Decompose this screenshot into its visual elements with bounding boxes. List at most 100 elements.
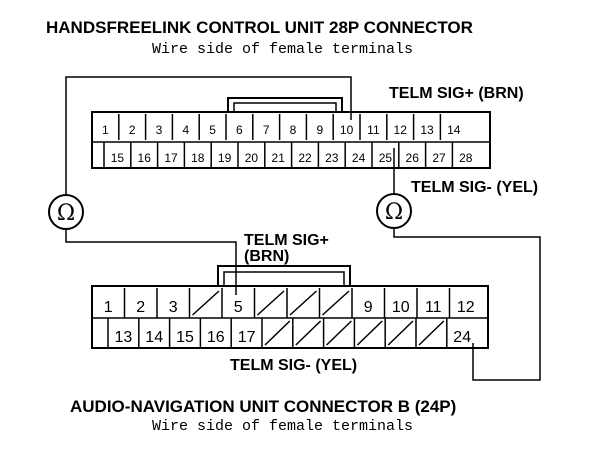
pin-number: 12	[457, 299, 475, 316]
pin-number: 9	[364, 299, 373, 316]
pin-number: 10	[340, 123, 354, 137]
pin-cell: 2	[123, 288, 145, 318]
pin-cell: 10	[332, 114, 354, 140]
pin-number: 2	[136, 299, 145, 316]
pin-cell: 15	[168, 318, 194, 348]
pin-cell: 15	[103, 142, 125, 168]
pin-number: 17	[238, 329, 256, 346]
pin-cell: 27	[424, 142, 446, 168]
pin-number: 5	[234, 299, 243, 316]
pin-cell	[261, 318, 291, 348]
pin-number: 26	[406, 151, 420, 165]
pin-cell: 13	[412, 114, 434, 140]
pin-number: 6	[236, 123, 243, 137]
pin-cell: 10	[383, 288, 410, 318]
pin-number: 19	[218, 151, 232, 165]
pin-cell: 1	[91, 288, 113, 318]
pin-cell: 3	[144, 114, 163, 140]
pin-number: 23	[325, 151, 339, 165]
bottom-connector-subtitle: Wire side of female terminals	[152, 418, 413, 435]
wire-left-top	[65, 76, 352, 195]
pin-cell: 20	[237, 142, 258, 168]
pin-number: 16	[138, 151, 152, 165]
pin-cell: 22	[290, 142, 312, 168]
pin-cell: 12	[448, 288, 475, 318]
pin-number: 12	[394, 123, 408, 137]
top-label-pos: TELM SIG+ (BRN)	[389, 85, 524, 102]
pin-cell: 9	[305, 114, 323, 140]
pin-cell: 16	[130, 142, 152, 168]
pin-number: 15	[111, 151, 125, 165]
pin-number: 22	[298, 151, 312, 165]
pin-cell: 6	[225, 114, 243, 140]
unused-pin-slash	[326, 320, 352, 346]
bottom-connector-title: AUDIO-NAVIGATION UNIT CONNECTOR B (24P)	[70, 397, 456, 416]
pin-cell: 13	[107, 318, 133, 348]
pin-cell	[415, 318, 445, 348]
pin-cell: 25	[371, 142, 393, 168]
pin-number: 11	[367, 123, 380, 137]
pin-number: 15	[176, 329, 194, 346]
pin-cell: 28	[451, 142, 473, 168]
pin-number: 8	[290, 123, 297, 137]
pin-cell: 8	[278, 114, 297, 140]
bottom-label-pos-line1: TELM SIG+	[244, 232, 329, 249]
unused-pin-slash	[356, 320, 383, 346]
pin-cell	[286, 288, 318, 318]
pin-cell: 24	[344, 142, 366, 168]
pin-number: 1	[104, 299, 113, 316]
pin-cell: 2	[118, 114, 136, 140]
pin-number: 5	[209, 123, 216, 137]
top-connector-outline	[91, 111, 491, 169]
pin-number: 16	[207, 329, 225, 346]
top-label-neg: TELM SIG- (YEL)	[411, 179, 538, 196]
pin-cell: 19	[210, 142, 232, 168]
pin-number: 13	[115, 329, 133, 346]
pin-cell: 17	[156, 142, 178, 168]
unused-pin-slash	[264, 320, 291, 346]
pin-number: 21	[272, 151, 286, 165]
pin-cell: 12	[386, 114, 408, 140]
pin-cell: 11	[359, 114, 380, 140]
probe-wires	[65, 76, 541, 381]
ohm-symbol-left: Ω	[57, 201, 75, 226]
bottom-label-neg: TELM SIG- (YEL)	[230, 357, 357, 374]
pin-cell: 11	[416, 288, 442, 318]
top-connector-subtitle: Wire side of female terminals	[152, 41, 413, 58]
pin-cell	[253, 288, 285, 318]
pin-cell	[353, 318, 383, 348]
pin-cell: 23	[317, 142, 339, 168]
pin-cell: 5	[198, 114, 216, 140]
bottom-label-pos-line2: (BRN)	[244, 248, 289, 265]
pin-number: 7	[263, 123, 270, 137]
pin-cell	[384, 318, 414, 348]
pin-cell: 17	[230, 318, 256, 348]
pin-cell: 4	[171, 114, 189, 140]
unused-pin-slash	[321, 290, 350, 316]
meter-left: Ω	[48, 194, 84, 230]
pin-number: 14	[447, 123, 461, 137]
unused-pin-slash	[418, 320, 445, 346]
top-connector-latch	[227, 97, 343, 112]
pin-cell: 24	[446, 318, 471, 348]
pin-cell	[292, 318, 322, 348]
unused-pin-slash	[289, 290, 318, 316]
pin-number: 11	[425, 299, 442, 316]
meter-right: Ω	[376, 193, 412, 229]
pin-number: 25	[379, 151, 393, 165]
pin-cell: 14	[439, 114, 461, 140]
unused-pin-slash	[191, 290, 220, 316]
pin-cell: 3	[156, 288, 178, 318]
pin-cell	[188, 288, 220, 318]
top-connector-title: HANDSFREELINK CONTROL UNIT 28P CONNECTOR	[46, 18, 473, 37]
pin-cell: 18	[183, 142, 205, 168]
pin-number: 3	[169, 299, 178, 316]
ohm-symbol-right: Ω	[385, 200, 403, 225]
